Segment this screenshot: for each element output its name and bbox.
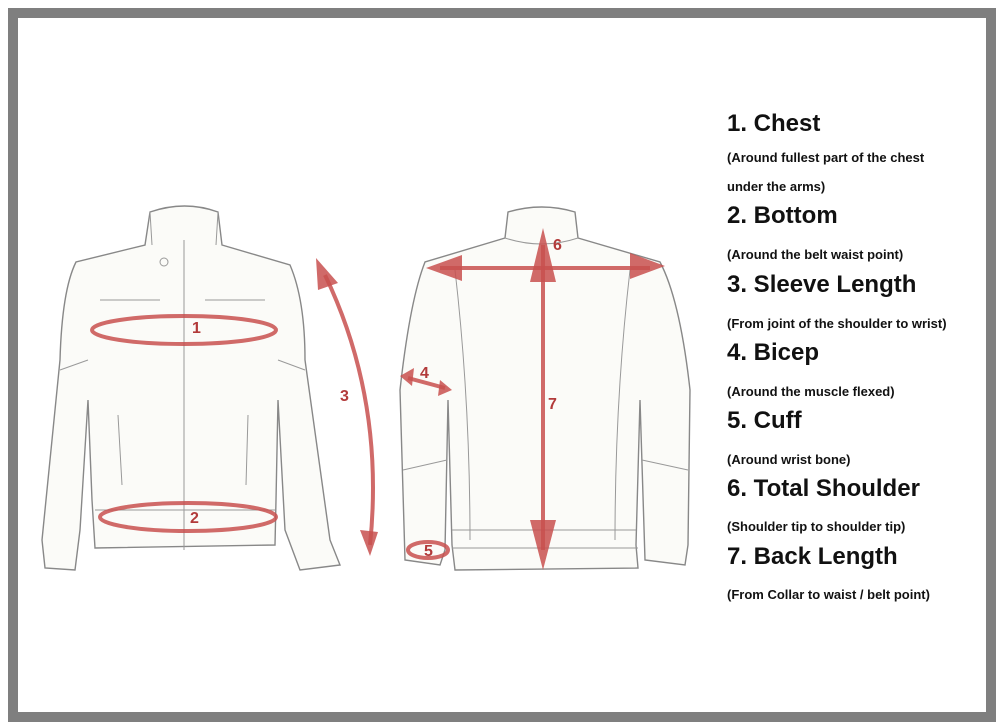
bottom-desc: (Around the belt waist point) bbox=[727, 247, 904, 262]
marker-5: 5 bbox=[424, 543, 433, 560]
sleeve-desc: (From joint of the shoulder to wrist) bbox=[727, 316, 947, 331]
cuff-marker bbox=[406, 540, 450, 560]
marker-1: 1 bbox=[192, 320, 201, 337]
shoulder-title: 6. Total Shoulder bbox=[727, 475, 920, 502]
chest-title: 1. Chest bbox=[727, 110, 821, 137]
back-length-title: 7. Back Length bbox=[727, 543, 898, 570]
bicep-title: 4. Bicep bbox=[727, 339, 820, 366]
bicep-arrow bbox=[407, 376, 446, 390]
bicep-desc: (Around the muscle flexed) bbox=[727, 384, 895, 399]
marker-6: 6 bbox=[553, 237, 562, 254]
chest-desc-1: (Around fullest part of the chest bbox=[727, 150, 925, 165]
marker-3: 3 bbox=[340, 388, 349, 405]
jacket-front-illustration bbox=[41, 205, 341, 571]
sleeve-length-arrow bbox=[323, 274, 375, 546]
cuff-desc: (Around wrist bone) bbox=[727, 452, 851, 467]
marker-4: 4 bbox=[420, 365, 429, 382]
cuff-title: 5. Cuff bbox=[727, 407, 802, 434]
bottom-title: 2. Bottom bbox=[727, 202, 838, 229]
marker-7: 7 bbox=[548, 396, 557, 413]
back-length-desc: (From Collar to waist / belt point) bbox=[727, 587, 930, 602]
bottom-marker bbox=[98, 501, 278, 533]
marker-2: 2 bbox=[190, 510, 199, 527]
shoulder-desc: (Shoulder tip to shoulder tip) bbox=[727, 519, 906, 534]
chest-marker bbox=[90, 314, 278, 346]
sleeve-title: 3. Sleeve Length bbox=[727, 271, 917, 298]
chest-desc-2: under the arms) bbox=[727, 179, 826, 194]
